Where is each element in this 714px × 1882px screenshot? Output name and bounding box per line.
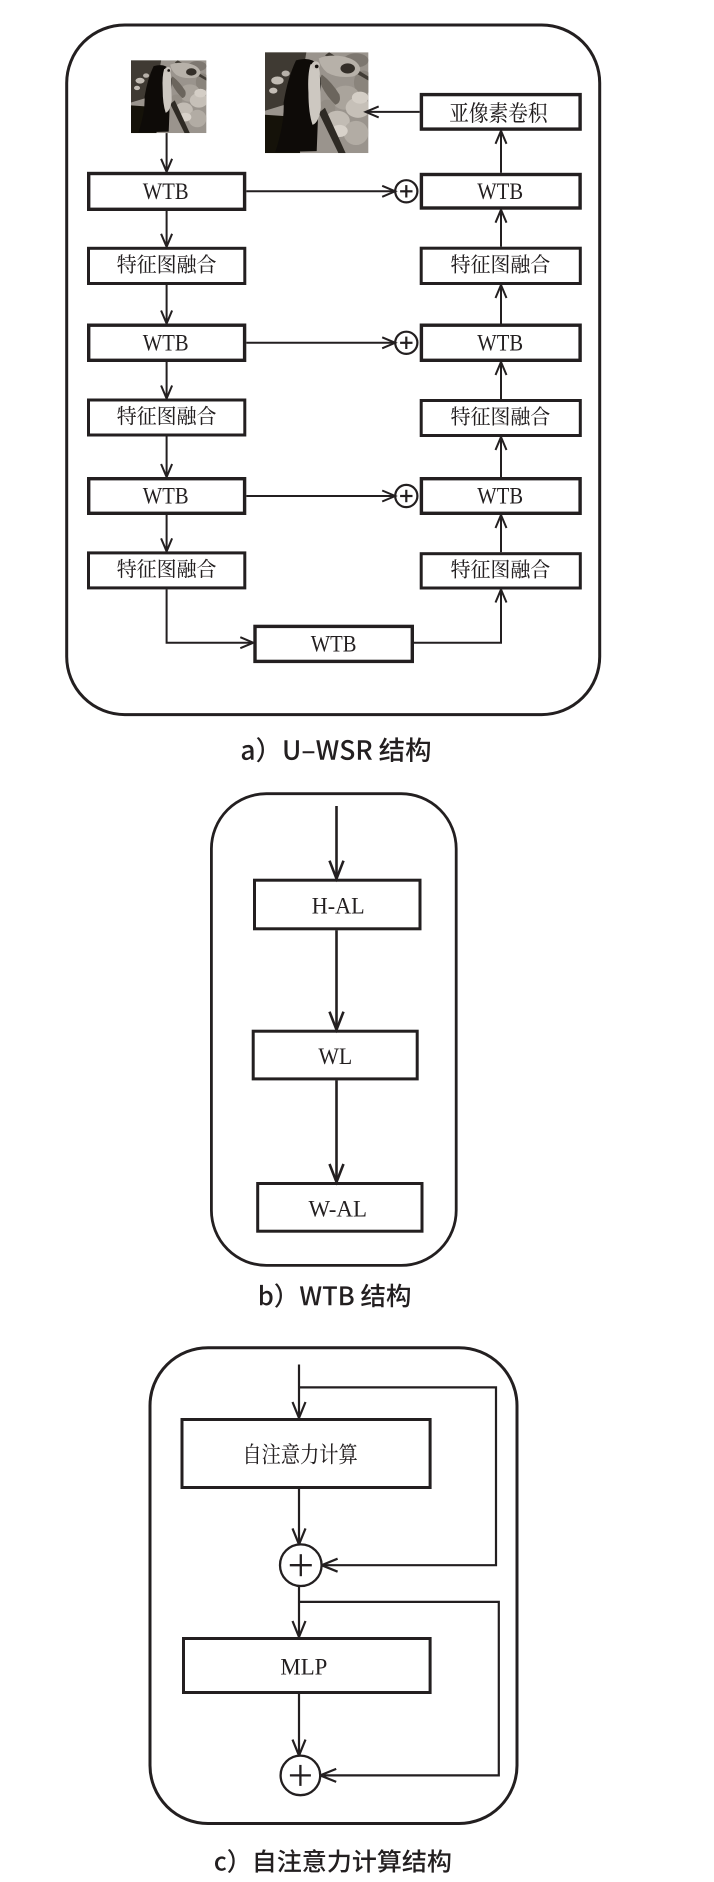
svg-text:WTB: WTB xyxy=(477,330,523,355)
svg-text:WTB: WTB xyxy=(477,484,523,509)
svg-text:WTB: WTB xyxy=(477,179,523,204)
svg-text:WL: WL xyxy=(318,1044,352,1069)
svg-text:WTB: WTB xyxy=(311,631,357,656)
svg-text:WTB: WTB xyxy=(143,330,189,355)
svg-text:W-AL: W-AL xyxy=(308,1196,367,1221)
svg-text:H-AL: H-AL xyxy=(312,894,365,919)
svg-text:MLP: MLP xyxy=(280,1655,327,1680)
svg-text:WTB: WTB xyxy=(143,484,189,509)
svg-text:WTB: WTB xyxy=(143,179,189,204)
